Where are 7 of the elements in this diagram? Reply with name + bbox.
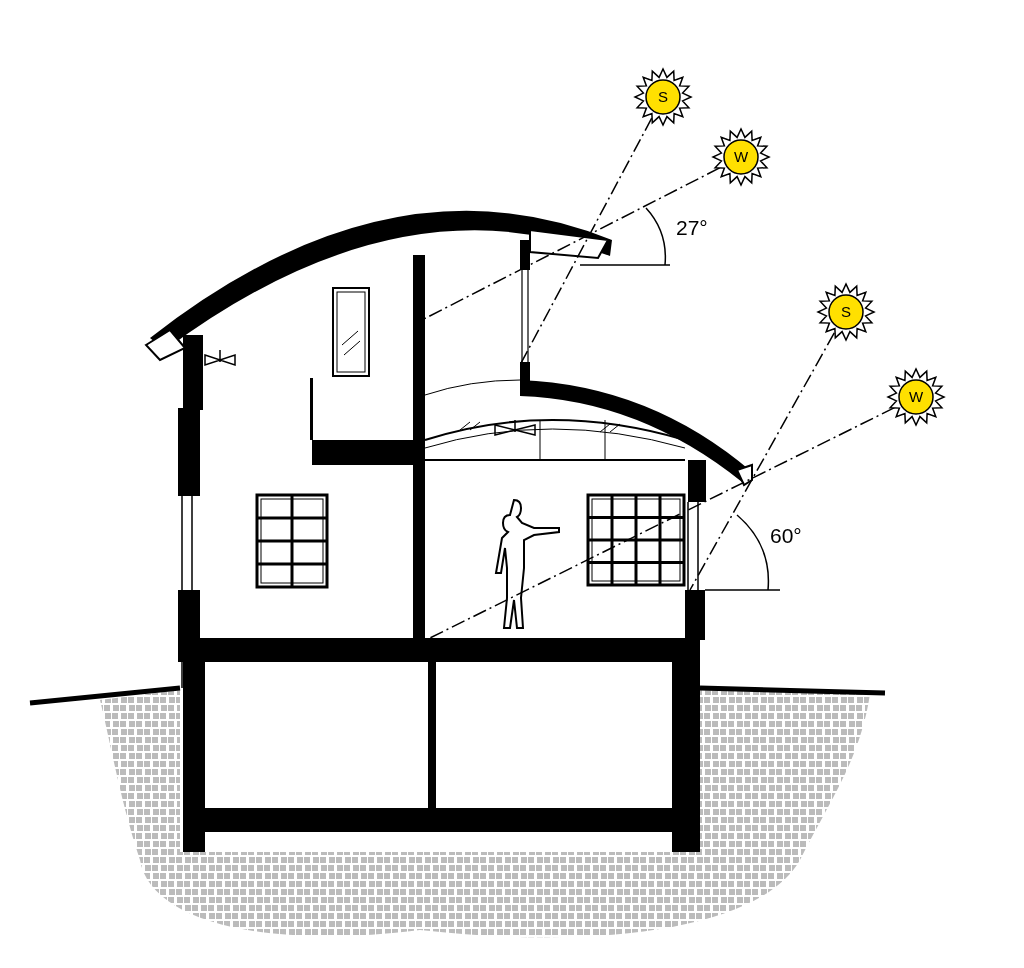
angle-label: 27° bbox=[676, 216, 708, 240]
angle-label: 60° bbox=[770, 524, 802, 548]
sun-symbol: W bbox=[886, 367, 946, 427]
sun-symbol: S bbox=[633, 67, 693, 127]
sun-ray-line bbox=[689, 332, 835, 591]
sun-symbol: S bbox=[816, 282, 876, 342]
sun-symbol: W bbox=[711, 127, 771, 187]
